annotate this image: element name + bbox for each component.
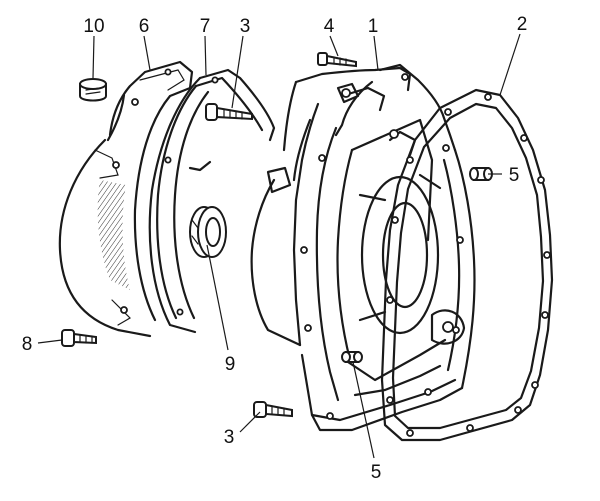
part-1-main-housing [250,63,476,432]
part-4-bolt [317,52,357,68]
callout-2: 2 [517,14,528,35]
part-8-bolt [61,329,97,347]
callout-10: 10 [83,16,104,37]
callout-3-bottom: 3 [224,427,235,448]
callout-9: 9 [225,354,236,375]
callout-4: 4 [324,16,335,37]
callout-5-bottom: 5 [371,462,382,483]
part-6-outer-cover [58,60,194,338]
callout-8: 8 [22,334,33,355]
part-2-gasket [380,88,554,442]
part-9-seal-ring [189,206,227,258]
part-3-bolt-bottom [253,401,293,418]
callout-7: 7 [200,16,211,37]
part-10-plug [79,78,107,102]
callout-3-top: 3 [240,16,251,37]
part-3-bolt-top [205,103,253,121]
callout-6: 6 [139,16,150,37]
callout-5-right: 5 [509,165,520,186]
part-7-gasket [148,68,276,334]
part-5-dowel-bottom [341,351,363,363]
callout-labels: 10 6 7 3 4 1 2 5 8 9 3 5 [22,14,528,483]
part-5-dowel-right [469,167,493,181]
leader-lines [37,33,521,459]
callout-1: 1 [368,16,379,37]
